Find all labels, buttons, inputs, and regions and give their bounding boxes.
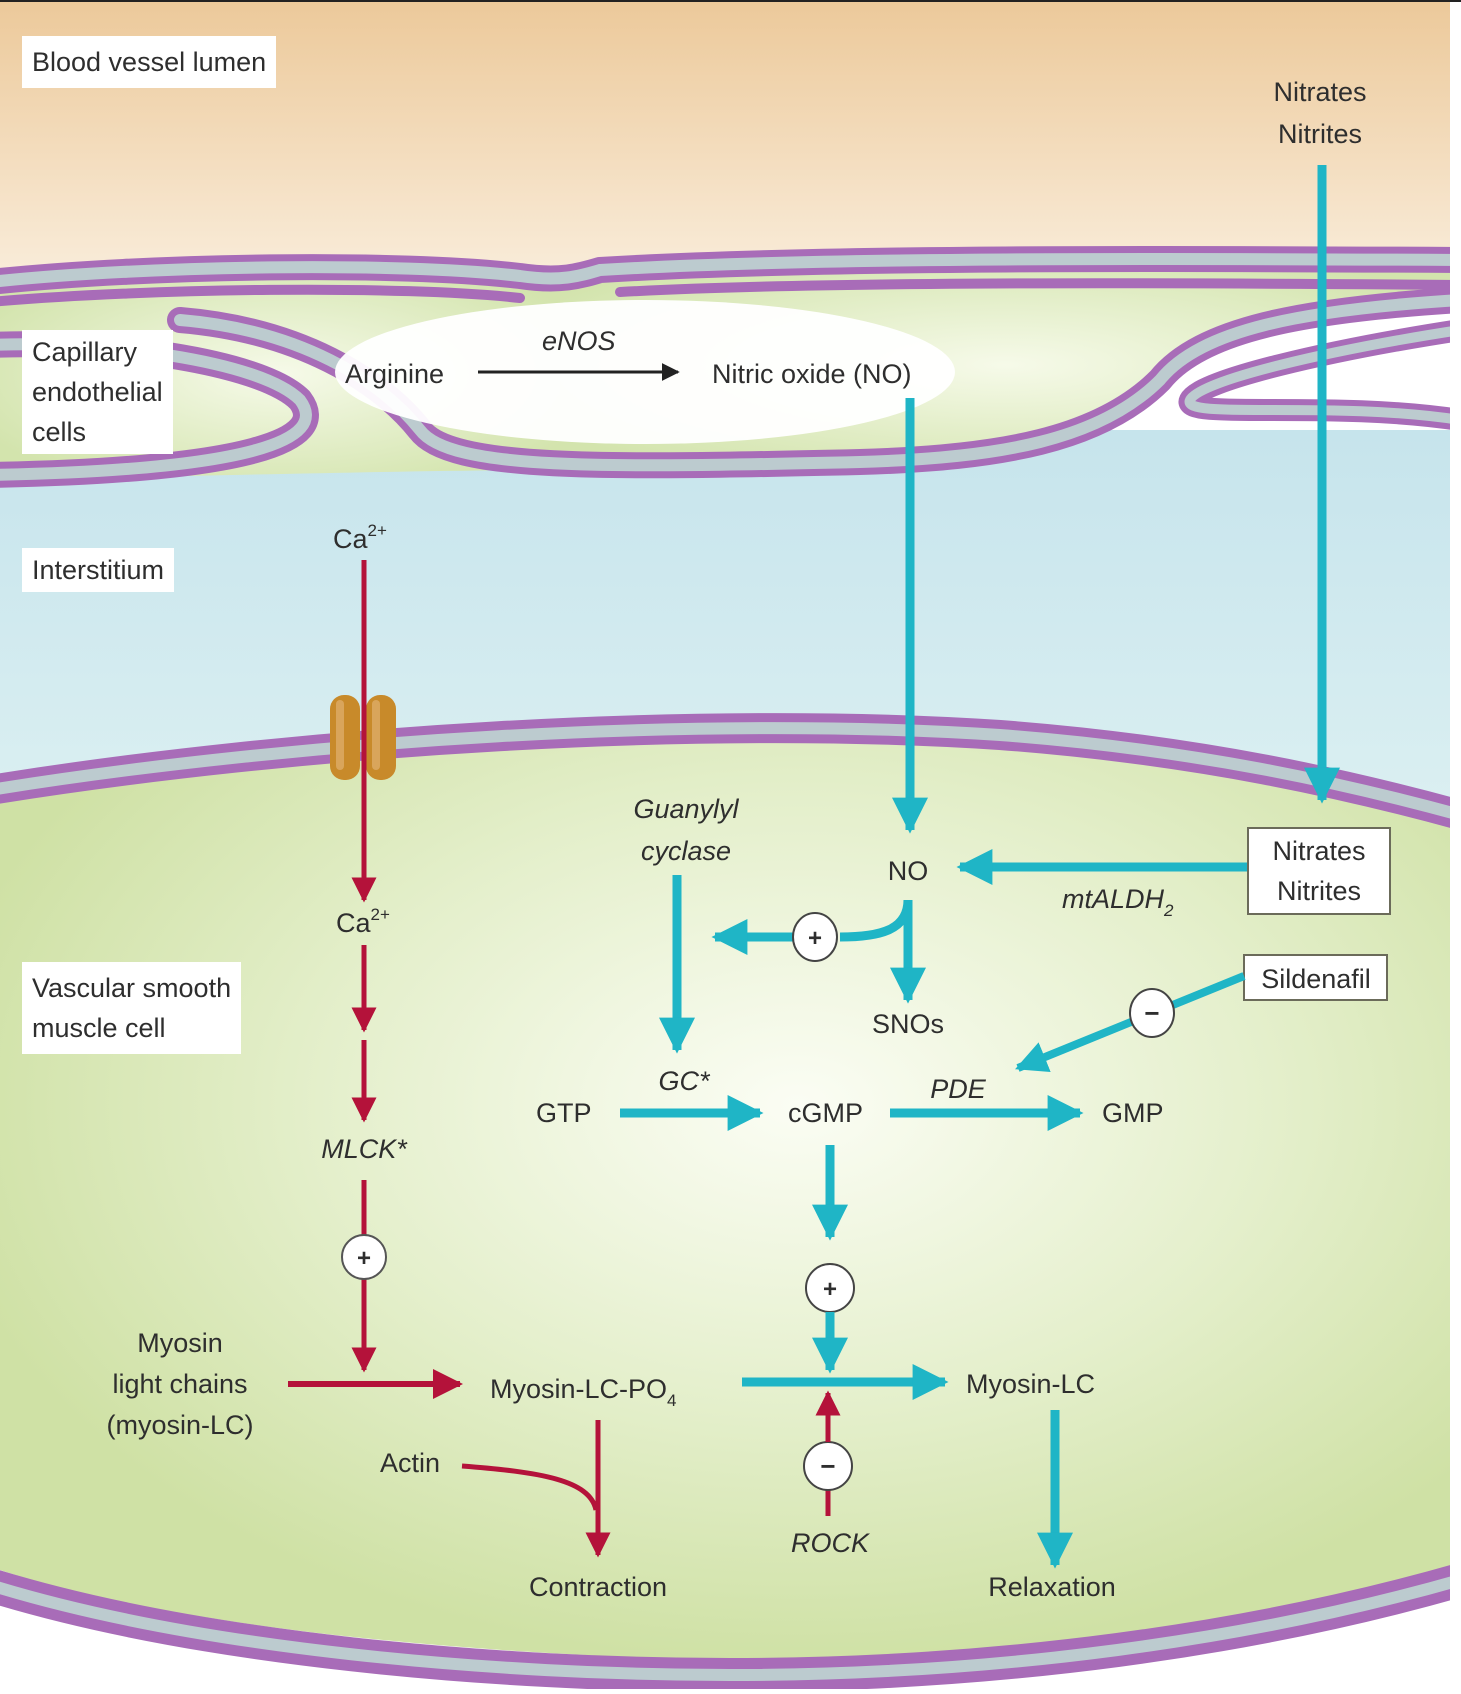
smooth-muscle-cell-body xyxy=(0,733,1450,1664)
svg-text:+: + xyxy=(808,925,822,952)
cgmp-label: cGMP xyxy=(788,1098,863,1128)
myosin-lc-po4-label: Myosin-LC-PO4 xyxy=(490,1374,677,1410)
snos-label: SNOs xyxy=(872,1009,944,1039)
nitrites-outside-label: Nitrites xyxy=(1278,119,1362,149)
interstitium-region-label: Interstitium xyxy=(22,548,175,592)
svg-text:Nitrates: Nitrates xyxy=(1272,836,1365,866)
relaxation-label: Relaxation xyxy=(988,1572,1116,1602)
no-label: NO xyxy=(888,856,929,886)
myosin-lc-label-line1: Myosin xyxy=(137,1328,223,1358)
ca-inside-label: Ca2+ xyxy=(336,905,390,938)
svg-text:+: + xyxy=(357,1245,371,1272)
nitrates-outside-label: Nitrates xyxy=(1273,77,1366,107)
no-gc-plus-modifier: + xyxy=(792,912,838,962)
rock-minus-modifier: − xyxy=(803,1441,853,1491)
myosin-lc-label-line2: light chains xyxy=(112,1369,247,1399)
svg-text:Sildenafil: Sildenafil xyxy=(1261,964,1371,994)
gmp-label: GMP xyxy=(1102,1098,1164,1128)
myosin-lc-right-label: Myosin-LC xyxy=(966,1369,1095,1399)
enos-label: eNOS xyxy=(542,326,616,356)
sildenafil-box: Sildenafil xyxy=(1243,954,1388,1001)
mlck-plus-modifier: + xyxy=(341,1234,387,1280)
calcium-channel-icon xyxy=(330,695,396,780)
myosin-lc-label-line3: (myosin-LC) xyxy=(106,1410,253,1440)
lumen-region-label: Blood vessel lumen xyxy=(22,36,277,88)
mtaldh-label: mtALDH2 xyxy=(1062,884,1174,920)
svg-text:−: − xyxy=(820,1451,835,1481)
nitrates-nitrites-box: Nitrates Nitrites xyxy=(1247,827,1391,915)
gtp-label: GTP xyxy=(536,1098,592,1128)
svg-text:+: + xyxy=(823,1276,837,1303)
cyclase-label: cyclase xyxy=(641,836,731,866)
ca-outside-label: Ca2+ xyxy=(333,521,387,554)
guanylyl-label: Guanylyl xyxy=(633,794,739,824)
gc-active-label: GC* xyxy=(658,1066,711,1096)
mlck-label: MLCK* xyxy=(321,1134,408,1164)
arginine-label: Arginine xyxy=(345,359,444,389)
right-margin xyxy=(1450,0,1461,1689)
contraction-label: Contraction xyxy=(529,1572,667,1602)
nitric-oxide-label: Nitric oxide (NO) xyxy=(712,359,912,389)
sildenafil-minus-modifier: − xyxy=(1129,988,1175,1038)
cgmp-plus-modifier: + xyxy=(805,1263,855,1313)
actin-label: Actin xyxy=(380,1448,440,1478)
endothelial-membranes xyxy=(0,246,1461,488)
rock-label: ROCK xyxy=(791,1528,870,1558)
svg-text:−: − xyxy=(1144,998,1159,1028)
svg-text:Nitrites: Nitrites xyxy=(1277,876,1361,906)
endothelium-region-label: Capillary endothelial cells xyxy=(22,330,173,454)
pde-label: PDE xyxy=(930,1074,987,1104)
smooth-muscle-region-label: Vascular smooth muscle cell xyxy=(22,962,242,1054)
actin-joining-arrow xyxy=(461,1463,599,1511)
